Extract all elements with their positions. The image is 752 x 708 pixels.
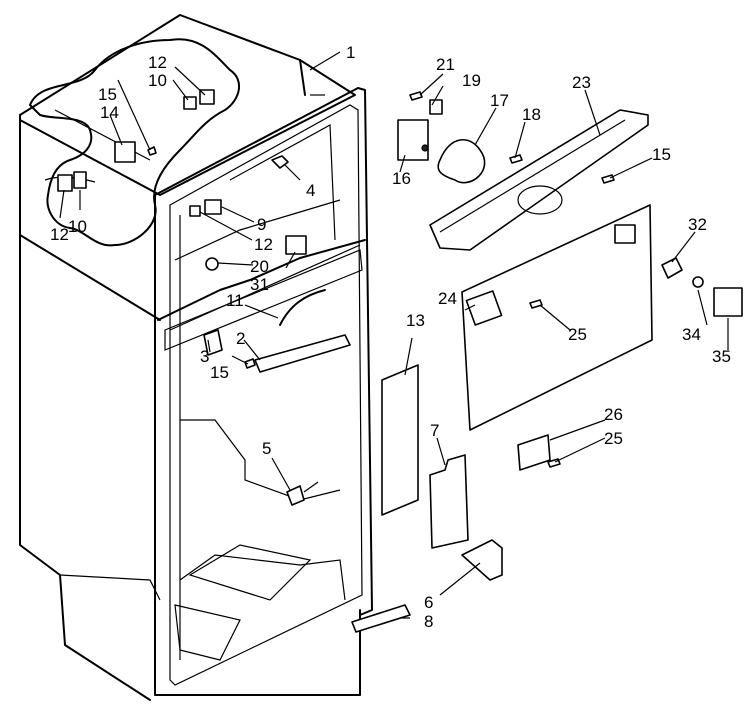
part-26-plate xyxy=(517,434,551,471)
callout-24: 24 xyxy=(438,289,457,308)
callout-25-lower: 25 xyxy=(604,429,623,448)
callout-4: 4 xyxy=(306,181,315,200)
callout-3: 3 xyxy=(200,347,209,366)
callout-15-upper: 15 xyxy=(98,85,117,104)
callout-31: 31 xyxy=(250,275,269,294)
callout-11: 11 xyxy=(226,291,244,310)
fan-motor xyxy=(397,99,486,184)
callout-7: 7 xyxy=(430,421,439,440)
leader-lines xyxy=(59,51,729,619)
callout-8: 8 xyxy=(424,612,433,631)
callout-labels: 1 2 3 4 5 6 7 8 9 10 10 11 12 12 12 13 1… xyxy=(50,43,731,631)
part-8-strip xyxy=(351,604,411,633)
cabinet xyxy=(19,14,373,701)
callout-34: 34 xyxy=(682,325,701,344)
callout-19: 19 xyxy=(462,71,481,90)
callout-14: 14 xyxy=(100,103,119,122)
callout-10-left: 10 xyxy=(68,217,87,236)
callout-12-left: 12 xyxy=(50,225,69,244)
callout-15-lower: 15 xyxy=(210,363,229,382)
callout-6: 6 xyxy=(424,593,433,612)
part-35-light-cover xyxy=(713,287,743,317)
callout-13: 13 xyxy=(406,311,425,330)
callout-16: 16 xyxy=(392,169,411,188)
callout-2: 2 xyxy=(236,329,245,348)
part-32-lamp-socket xyxy=(661,257,683,279)
callout-25-upper: 25 xyxy=(568,325,587,344)
part-24-evaporator-cover xyxy=(461,204,653,431)
part-6-bracket xyxy=(461,539,503,581)
callout-20: 20 xyxy=(250,257,269,276)
callout-23: 23 xyxy=(572,73,591,92)
callout-9: 9 xyxy=(257,215,266,234)
part-34-bulb xyxy=(692,276,704,288)
part-7-panel xyxy=(429,454,469,549)
callout-10-upper: 10 xyxy=(148,71,167,90)
callout-35: 35 xyxy=(712,347,731,366)
callout-12-mid: 12 xyxy=(254,235,273,254)
callout-21: 21 xyxy=(436,55,455,74)
callout-15-right: 15 xyxy=(652,145,671,164)
callout-26: 26 xyxy=(604,405,623,424)
callout-32: 32 xyxy=(688,215,707,234)
small-parts xyxy=(57,89,351,506)
callout-5: 5 xyxy=(262,439,271,458)
callout-17: 17 xyxy=(490,91,509,110)
part-13-duct xyxy=(381,364,419,516)
callout-12-upper: 12 xyxy=(148,53,167,72)
part-23-fan-shroud xyxy=(429,109,649,251)
callout-18: 18 xyxy=(522,105,541,124)
callout-1: 1 xyxy=(346,43,355,62)
